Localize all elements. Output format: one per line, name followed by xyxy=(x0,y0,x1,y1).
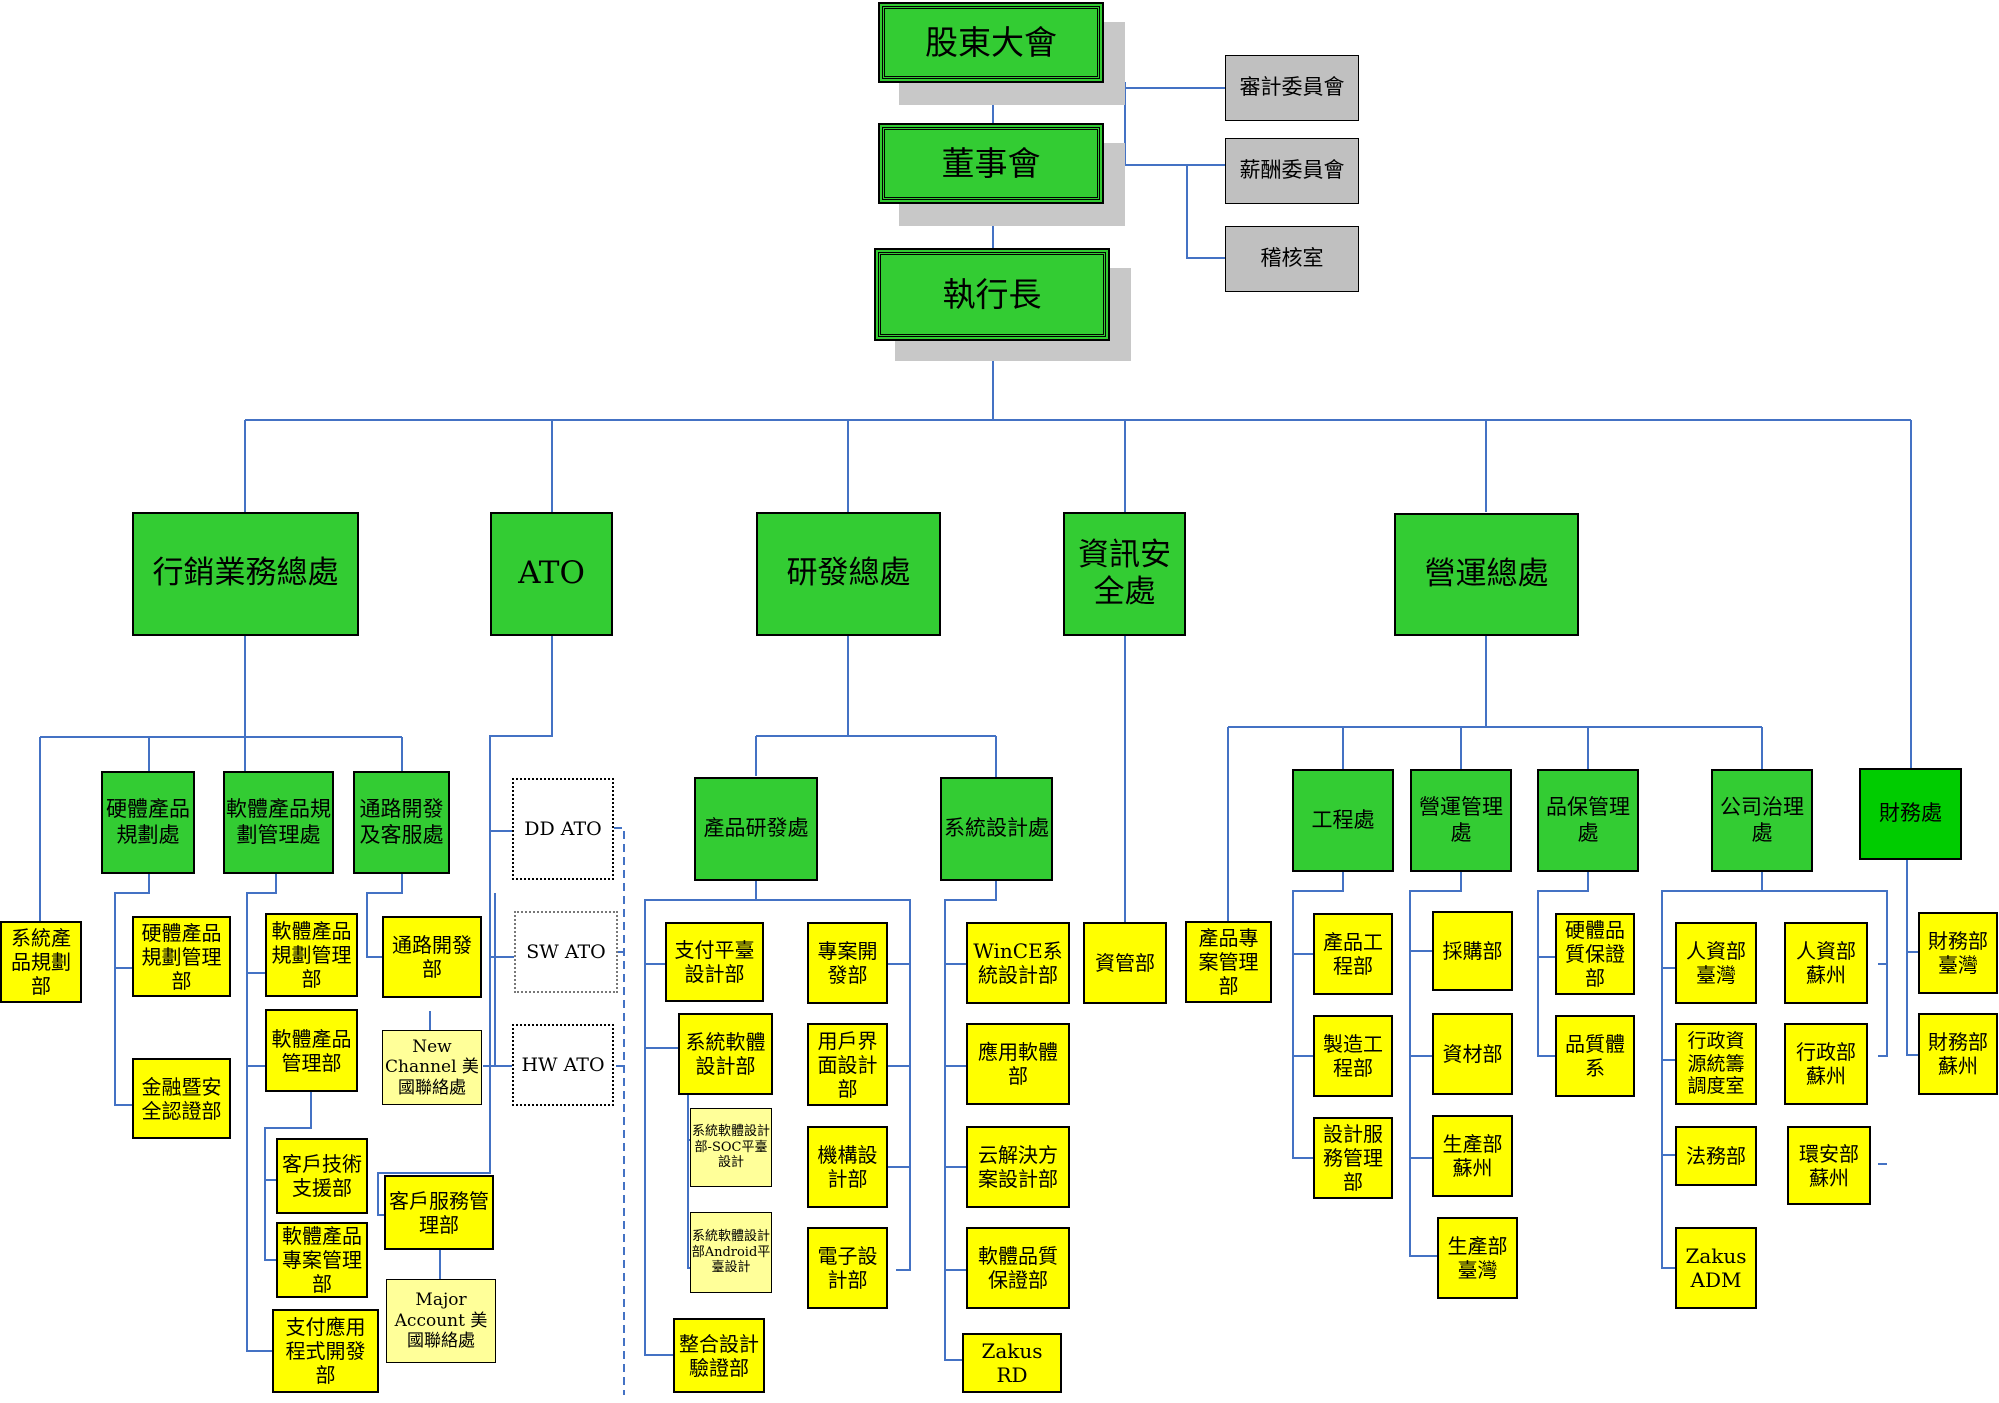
system-product-planning-box[interactable]: 系統產品規劃部 xyxy=(0,921,82,1003)
engineering-box[interactable]: 工程處 xyxy=(1292,769,1394,872)
ceo-box[interactable]: 執行長 xyxy=(874,248,1110,341)
sys-sw-android-box[interactable]: 系統軟體設計部Android平臺設計 xyxy=(690,1212,772,1293)
product-engineering-box[interactable]: 產品工程部 xyxy=(1313,913,1393,995)
qa-mgmt-box[interactable]: 品保管理處 xyxy=(1537,769,1639,872)
customer-service-mgmt-box[interactable]: 客戶服務管理部 xyxy=(384,1175,494,1250)
it-mgmt-box[interactable]: 資管部 xyxy=(1083,922,1167,1004)
product-rd-box[interactable]: 產品研發處 xyxy=(694,777,818,881)
legal-box[interactable]: 法務部 xyxy=(1675,1126,1757,1186)
hw-planning-mgmt-box[interactable]: 硬體產品規劃管理部 xyxy=(132,916,231,997)
hr-taiwan-box[interactable]: 人資部臺灣 xyxy=(1675,922,1757,1004)
new-channel-us-box[interactable]: New Channel 美國聯絡處 xyxy=(382,1030,482,1105)
production-taiwan-box[interactable]: 生產部臺灣 xyxy=(1437,1217,1518,1299)
design-service-mgmt-box[interactable]: 設計服務管理部 xyxy=(1313,1117,1393,1199)
zakus-adm-box[interactable]: Zakus ADM xyxy=(1675,1227,1757,1309)
production-suzhou-box[interactable]: 生產部蘇州 xyxy=(1432,1115,1513,1197)
ui-design-box[interactable]: 用戶界面設計部 xyxy=(807,1023,888,1106)
procurement-box[interactable]: 採購部 xyxy=(1432,911,1513,991)
materials-box[interactable]: 資材部 xyxy=(1432,1013,1513,1095)
hw-product-planning-box[interactable]: 硬體產品規劃處 xyxy=(101,771,195,874)
sw-project-mgmt-box[interactable]: 軟體產品專案管理部 xyxy=(276,1222,368,1298)
hw-qa-box[interactable]: 硬體品質保證部 xyxy=(1555,913,1635,995)
quality-system-box[interactable]: 品質體系 xyxy=(1555,1015,1635,1097)
governance-box[interactable]: 公司治理處 xyxy=(1711,769,1813,872)
sys-sw-soc-box[interactable]: 系統軟體設計部-SOC平臺設計 xyxy=(690,1108,772,1187)
compensation-committee-box[interactable]: 薪酬委員會 xyxy=(1225,138,1359,204)
board-of-directors-box[interactable]: 董事會 xyxy=(878,123,1104,204)
env-safety-suzhou-box[interactable]: 環安部蘇州 xyxy=(1787,1126,1871,1205)
electronic-design-box[interactable]: 電子設計部 xyxy=(807,1227,888,1309)
app-sw-box[interactable]: 應用軟體部 xyxy=(966,1023,1070,1105)
channel-dev-box[interactable]: 通路開發部 xyxy=(382,916,482,998)
payment-app-dev-box[interactable]: 支付應用程式開發部 xyxy=(272,1309,379,1393)
system-sw-design-box[interactable]: 系統軟體設計部 xyxy=(678,1013,773,1095)
admin-resource-box[interactable]: 行政資源統籌調度室 xyxy=(1675,1023,1757,1105)
finance-taiwan-box[interactable]: 財務部臺灣 xyxy=(1918,912,1998,994)
sw-planning-mgmt-box[interactable]: 軟體產品規劃管理部 xyxy=(265,913,358,997)
ops-mgmt-box[interactable]: 營運管理處 xyxy=(1410,769,1512,872)
hr-suzhou-box[interactable]: 人資部蘇州 xyxy=(1784,922,1868,1004)
marketing-division-box[interactable]: 行銷業務總處 xyxy=(132,512,359,636)
payment-platform-box[interactable]: 支付平臺設計部 xyxy=(665,922,764,1002)
ato-division-box[interactable]: ATO xyxy=(490,512,613,636)
sw-product-planning-box[interactable]: 軟體產品規劃管理處 xyxy=(223,771,334,874)
sw-qa-box[interactable]: 軟體品質保證部 xyxy=(966,1227,1070,1309)
admin-suzhou-box[interactable]: 行政部蘇州 xyxy=(1784,1023,1868,1105)
wince-design-box[interactable]: WinCE系統設計部 xyxy=(966,922,1070,1004)
integration-verify-box[interactable]: 整合設計驗證部 xyxy=(673,1318,765,1393)
sw-product-mgmt-box[interactable]: 軟體產品管理部 xyxy=(265,1009,358,1092)
fin-security-cert-box[interactable]: 金融暨安全認證部 xyxy=(132,1058,231,1139)
internal-audit-box[interactable]: 稽核室 xyxy=(1225,226,1359,292)
system-design-box[interactable]: 系統設計處 xyxy=(940,777,1053,881)
hw-ato-box[interactable]: HW ATO xyxy=(512,1024,614,1106)
mechanical-design-box[interactable]: 機構設計部 xyxy=(807,1126,888,1208)
audit-committee-box[interactable]: 審計委員會 xyxy=(1225,55,1359,121)
dd-ato-box[interactable]: DD ATO xyxy=(512,778,614,880)
customer-tech-support-box[interactable]: 客戶技術支援部 xyxy=(276,1138,368,1214)
product-project-mgmt-box[interactable]: 產品專案管理部 xyxy=(1185,921,1272,1003)
infosec-division-box[interactable]: 資訊安全處 xyxy=(1063,512,1186,636)
project-dev-box[interactable]: 專案開發部 xyxy=(807,922,888,1004)
finance-division-box[interactable]: 財務處 xyxy=(1859,768,1962,860)
operations-division-box[interactable]: 營運總處 xyxy=(1394,513,1579,636)
major-account-us-box[interactable]: Major Account 美國聯絡處 xyxy=(386,1279,496,1363)
zakus-rd-box[interactable]: Zakus RD xyxy=(962,1333,1062,1393)
finance-suzhou-box[interactable]: 財務部蘇州 xyxy=(1918,1013,1998,1095)
manufacturing-engineering-box[interactable]: 製造工程部 xyxy=(1313,1015,1393,1097)
sw-ato-box[interactable]: SW ATO xyxy=(514,911,618,993)
channel-service-box[interactable]: 通路開發及客服處 xyxy=(353,771,450,874)
rd-division-box[interactable]: 研發總處 xyxy=(756,512,941,636)
cloud-solution-box[interactable]: 云解決方案設計部 xyxy=(966,1126,1070,1208)
shareholders-meeting-box[interactable]: 股東大會 xyxy=(878,2,1104,83)
